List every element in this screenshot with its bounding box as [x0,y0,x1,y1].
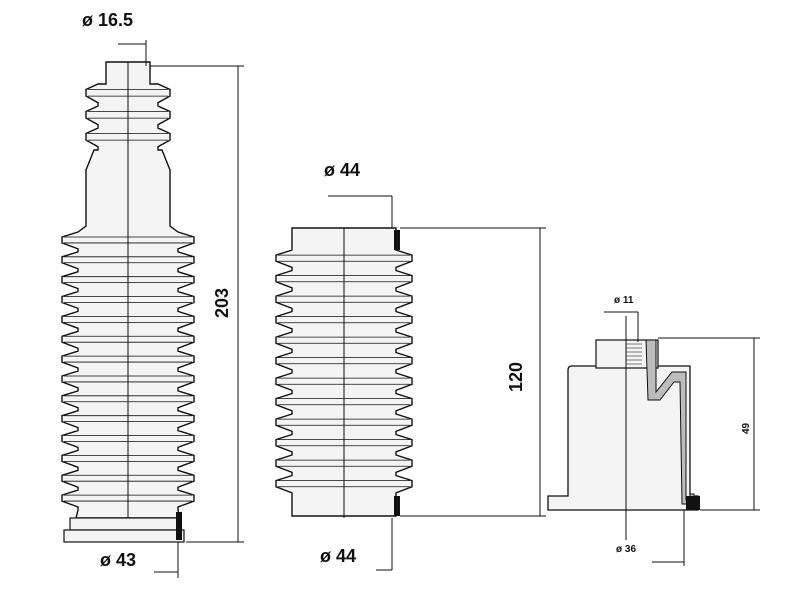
cap: ø 11 49 ø 36 [547,295,760,566]
long-boot-ribs [64,89,192,502]
long-boot-length-label: 203 [212,288,232,318]
long-boot-base-ring [63,529,185,543]
cap-body [547,365,699,511]
short-boot: ø 44 120 ø 44 [275,160,546,571]
short-boot-bottom-diameter-label: ø 44 [320,546,356,566]
long-boot-collar [69,517,179,531]
cap-outer-diameter-dim: ø 36 [616,510,685,566]
short-boot-bottom-diameter-dim: ø 44 [320,518,393,571]
short-boot-ribs [278,254,410,488]
cap-height-label: 49 [741,422,752,434]
cap-outer-diameter-label: ø 36 [616,544,636,555]
cap-neck-hatch [626,343,642,365]
long-boot-bottom-diameter-label: ø 43 [100,550,136,570]
long-boot-top-diameter-dim: ø 16.5 [82,10,147,66]
long-boot-length-dim: 203 [150,65,244,543]
short-boot-length-dim: 120 [400,227,546,517]
short-boot-length-label: 120 [506,362,526,392]
long-boot: ø 16.5 203 ø 43 [61,10,244,578]
short-boot-bottom-wall [394,496,400,516]
cap-inner-diameter-dim: ø 11 [604,295,639,342]
cap-seal-lip [686,496,700,510]
short-boot-top-diameter-label: ø 44 [324,160,360,180]
cap-wall-section [645,339,695,505]
long-boot-wall-section [176,512,182,540]
short-boot-top-wall [394,230,400,250]
long-boot-bottom-diameter-dim: ø 43 [100,542,179,578]
long-boot-top-diameter-label: ø 16.5 [82,10,133,30]
short-boot-top-diameter-dim: ø 44 [324,160,393,228]
cap-inner-diameter-label: ø 11 [614,295,634,306]
cap-height-dim: 49 [658,337,760,511]
